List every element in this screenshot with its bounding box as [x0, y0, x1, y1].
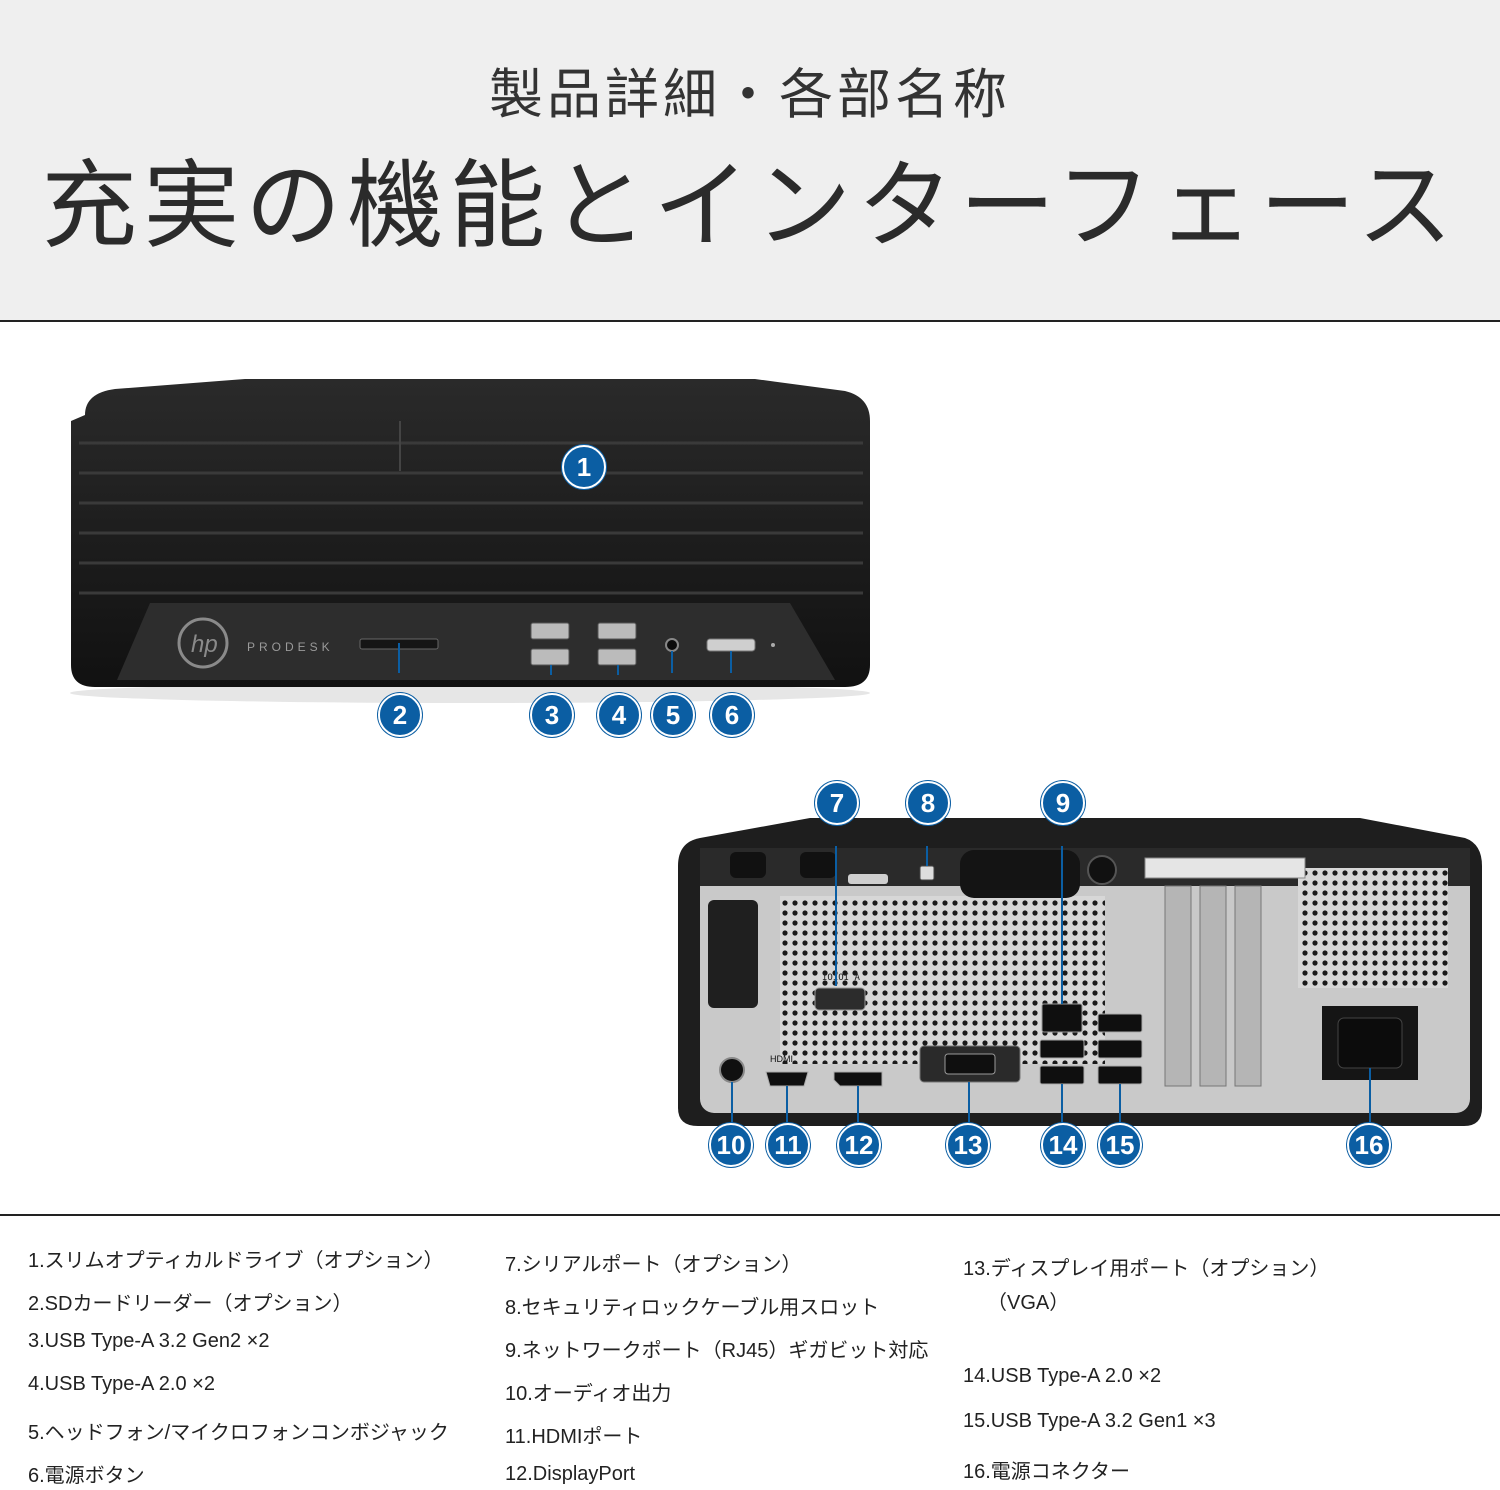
security-lock-slot-icon	[919, 865, 935, 881]
leader-line	[1369, 1068, 1371, 1122]
usb-a-port-icon	[1039, 1039, 1085, 1059]
marker-8: 8	[906, 781, 950, 825]
carrying-handle	[960, 850, 1080, 898]
svg-text:IOIOI A: IOIOI A	[822, 973, 861, 983]
list-item: 7.シリアルポート（オプション）	[505, 1254, 802, 1276]
rear-view: IOIOI A HDMI 7 8 9 10 11 12 13 14 15 16	[670, 781, 1490, 1167]
leader-line	[731, 1082, 733, 1122]
leader-line	[926, 846, 928, 866]
front-panel	[117, 603, 835, 680]
leader-line	[786, 1086, 788, 1122]
marker-13: 13	[946, 1123, 990, 1167]
list-item: 10.オーディオ出力	[505, 1383, 672, 1405]
header-banner: 製品詳細・各部名称 充実の機能とインターフェース	[0, 0, 1500, 322]
list-item: 5.ヘッドフォン/マイクロフォンコンボジャック	[28, 1422, 449, 1444]
marker-3: 3	[530, 693, 574, 737]
prodesk-logo: PRODESK	[247, 640, 334, 654]
usb-a-port-icon	[1097, 1013, 1143, 1033]
marker-10: 10	[709, 1123, 753, 1167]
vga-port-icon	[944, 1053, 996, 1075]
marker-5: 5	[651, 693, 695, 737]
marker-14: 14	[1041, 1123, 1085, 1167]
list-item: 15.USB Type-A 3.2 Gen1 ×3	[963, 1410, 1216, 1432]
leader-line	[968, 1082, 970, 1122]
power-connector-icon	[1337, 1017, 1403, 1069]
leader-line	[550, 665, 552, 675]
marker-12: 12	[837, 1123, 881, 1167]
marker-1: 1	[562, 445, 606, 489]
hp-logo-icon	[177, 617, 229, 669]
usb-a-port-icon	[1097, 1039, 1143, 1059]
marker-15: 15	[1098, 1123, 1142, 1167]
marker-6: 6	[710, 693, 754, 737]
expansion-slot-cover	[1234, 885, 1262, 1087]
rear-chassis-illustration: IOIOI A HDMI	[678, 818, 1482, 1126]
svg-text:HDMI: HDMI	[770, 1054, 793, 1064]
list-item-continuation: （VGA）	[987, 1292, 1070, 1314]
marker-9: 9	[1041, 781, 1085, 825]
leader-line	[671, 651, 673, 673]
front-chassis-illustration: hp PRODESK	[70, 379, 870, 703]
marker-11: 11	[766, 1123, 810, 1167]
leader-line	[1119, 1084, 1121, 1122]
front-view: hp PRODESK 1 2 3 4 5 6	[55, 375, 885, 737]
psu-fan-mesh	[1298, 868, 1448, 988]
leader-line	[1061, 1084, 1063, 1122]
list-item: 3.USB Type-A 3.2 Gen2 ×2	[28, 1330, 270, 1352]
marker-2: 2	[378, 693, 422, 737]
usb-a-port-icon	[530, 648, 570, 666]
power-led-icon	[771, 643, 775, 647]
marker-4: 4	[597, 693, 641, 737]
leader-line	[1061, 846, 1063, 1004]
power-button-icon	[706, 638, 756, 652]
thumb-screw-icon	[1087, 855, 1117, 885]
marker-16: 16	[1347, 1123, 1391, 1167]
hp-logo-mark: hp	[191, 631, 218, 658]
list-item: 4.USB Type-A 2.0 ×2	[28, 1373, 215, 1395]
usb-a-port-icon	[1039, 1065, 1085, 1085]
list-item: 9.ネットワークポート（RJ45）ギガビット対応	[505, 1340, 929, 1362]
expansion-slot-cover	[1199, 885, 1227, 1087]
marker-7: 7	[815, 781, 859, 825]
section-divider	[0, 1214, 1500, 1216]
leader-line	[857, 1086, 859, 1122]
expansion-slot-cover	[1164, 885, 1192, 1087]
list-item: 1.スリムオプティカルドライブ（オプション）	[28, 1250, 444, 1272]
page-title: 充実の機能とインターフェース	[41, 150, 1459, 262]
usb-a-port-icon	[597, 648, 637, 666]
kensington-lock-slot	[848, 874, 888, 884]
expansion-bracket	[1144, 857, 1306, 879]
list-item: 11.HDMIポート	[505, 1426, 643, 1448]
displayport-icon	[833, 1071, 883, 1087]
side-latch	[708, 900, 758, 1008]
list-item: 13.ディスプレイ用ポート（オプション）	[963, 1258, 1330, 1280]
list-item: 8.セキュリティロックケーブル用スロット	[505, 1297, 880, 1319]
leader-line	[730, 651, 732, 673]
usb-a-port-icon	[530, 622, 570, 640]
list-item: 12.DisplayPort	[505, 1463, 636, 1485]
rj45-port-icon	[1041, 1003, 1083, 1033]
list-item: 16.電源コネクター	[963, 1461, 1131, 1483]
serial-port-icon	[814, 987, 866, 1011]
leader-line	[617, 665, 619, 675]
hdmi-port-icon	[765, 1071, 809, 1087]
list-item: 2.SDカードリーダー（オプション）	[28, 1293, 353, 1315]
list-item: 14.USB Type-A 2.0 ×2	[963, 1365, 1162, 1387]
list-item: 6.電源ボタン	[28, 1465, 145, 1487]
page-subtitle: 製品詳細・各部名称	[489, 63, 1011, 126]
audio-jack-icon	[665, 638, 679, 652]
usb-a-port-icon	[1097, 1065, 1143, 1085]
usb-a-port-icon	[597, 622, 637, 640]
audio-out-jack-icon	[719, 1057, 745, 1083]
leader-line	[835, 846, 837, 986]
ventilation-mesh	[780, 896, 1105, 1064]
leader-line	[398, 643, 400, 673]
